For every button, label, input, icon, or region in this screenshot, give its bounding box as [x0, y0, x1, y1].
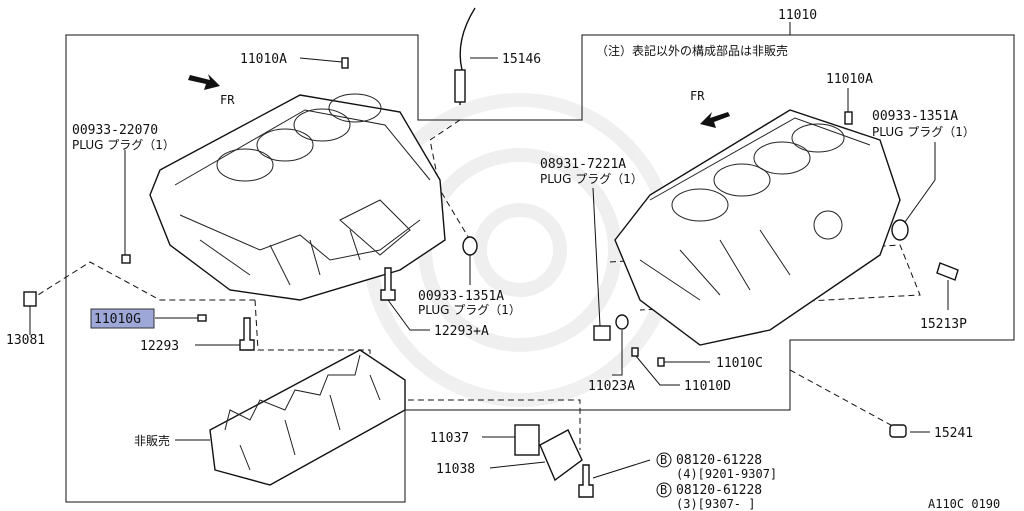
cylinder-block-left	[149, 93, 446, 301]
label-bolt-1: 08120-61228	[676, 453, 762, 468]
small-parts	[23, 7, 959, 498]
label-bolt-2-qty: (3)[9307- ]	[676, 497, 755, 511]
label-15146: 15146	[502, 52, 541, 67]
label-15213P: 15213P	[920, 317, 967, 332]
label-11038: 11038	[436, 462, 475, 477]
bolt-letter-1: B	[660, 453, 667, 467]
label-11010D: 11010D	[684, 379, 731, 394]
bolt-circle-1	[656, 452, 672, 468]
frame-outline	[65, 34, 1015, 503]
label-11010A-left: 11010A	[240, 52, 287, 67]
note-not-sold: （注）表記以外の構成部品は非販売	[596, 43, 788, 58]
label-not-sold: 非販売	[134, 433, 170, 448]
label-12293: 12293	[140, 339, 179, 354]
label-plug-08931: PLUG プラグ（1）	[540, 172, 643, 186]
bolt-letter-2: B	[660, 483, 667, 497]
label-plug-right: PLUG プラグ（1）	[872, 125, 975, 139]
label-plug-left: PLUG プラグ（1）	[72, 138, 175, 152]
label-13081: 13081	[6, 333, 45, 348]
label-00933-22070: 00933-22070	[72, 123, 158, 138]
cylinder-block-right	[614, 109, 901, 346]
label-bolt-2: 08120-61228	[676, 483, 762, 498]
label-15241: 15241	[934, 426, 973, 441]
label-11010G[interactable]: 11010G	[94, 312, 141, 327]
label-11023A: 11023A	[588, 379, 635, 394]
label-11037: 11037	[430, 431, 469, 446]
label-11010A-right: 11010A	[826, 72, 873, 87]
highlight-11010G	[90, 308, 155, 329]
label-fr-left: FR	[220, 93, 235, 107]
fr-arrows	[188, 74, 730, 128]
label-12293A: 12293+A	[434, 324, 489, 339]
label-00933-1351A-right: 00933-1351A	[872, 109, 958, 124]
label-11010C: 11010C	[716, 356, 763, 371]
leader-lines	[29, 57, 949, 479]
figure-code: A110C 0190	[928, 497, 1000, 511]
label-08931-7221A: 08931-7221A	[540, 157, 626, 172]
label-bolt-1-qty: (4)[9201-9307]	[676, 467, 777, 481]
bearing-beam	[209, 349, 406, 486]
label-fr-right: FR	[690, 89, 705, 103]
bolt-circle-2	[656, 482, 672, 498]
label-11010: 11010	[778, 8, 817, 23]
label-plug-mid: PLUG プラグ（1）	[418, 303, 521, 317]
label-00933-1351A-mid: 00933-1351A	[418, 289, 504, 304]
